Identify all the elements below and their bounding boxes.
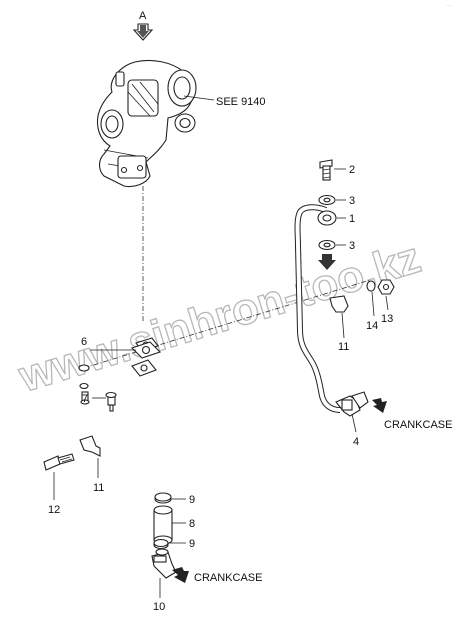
watermark: www.sinhron-too.kz [12,232,427,402]
crankcase-arrow-lower [172,567,189,583]
banjo-bolt-2 [319,159,333,181]
view-arrow-a: A [132,10,154,41]
crankcase-label-lower: CRANKCASE [194,572,262,584]
svg-text:A: A [139,10,147,22]
callout-11-lower: 11 [93,482,104,494]
washer-3-upper [318,194,336,206]
callout-6: 6 [81,336,87,348]
oil-feed-pipe [294,204,341,413]
callout-1: 1 [349,213,355,225]
crankcase-arrow-upper [372,398,387,413]
washer-14 [366,280,376,292]
see-9140-leader [183,95,215,101]
crankcase-label-upper: CRANKCASE [384,419,452,431]
callout-3-lower: 3 [349,240,355,252]
bolt-12 [43,453,75,471]
turbocharger [96,59,197,188]
see-9140-label: SEE 9140 [216,96,266,108]
hose-clamp-9-lower [153,538,169,550]
leader-lines [53,168,389,598]
gasket-6 [130,341,162,359]
nut-13 [377,279,395,295]
callout-numbers: 2 3 1 3 14 13 11 4 6 7 11 12 9 8 9 10 [48,164,393,613]
callout-14: 14 [366,320,378,332]
hose-8 [153,505,173,545]
hose-clamp-9-upper [154,492,172,504]
elbow-fitting-10 [151,548,177,579]
elbow-fitting-4 [335,391,369,417]
callout-11-upper: 11 [338,341,349,353]
callout-8: 8 [189,518,195,530]
callout-12: 12 [48,504,60,516]
callout-9-upper: 9 [189,494,195,506]
callout-3-upper: 3 [349,195,355,207]
callout-2: 2 [349,164,355,176]
callout-9-lower: 9 [189,538,195,550]
callout-10: 10 [153,601,165,613]
callout-4: 4 [353,436,359,448]
corner-mark: ···· [446,3,451,8]
callout-13: 13 [381,313,393,325]
washer-3-lower [318,239,336,251]
clip-11-lower [79,435,101,457]
svg-text:www.sinhron-too.kz: www.sinhron-too.kz [13,233,426,402]
banjo-fitting-1 [317,210,337,226]
clip-11-upper [329,295,349,313]
callout-7: 7 [82,393,88,405]
flow-arrow-down [318,254,336,270]
bolt-7-group [78,364,117,412]
